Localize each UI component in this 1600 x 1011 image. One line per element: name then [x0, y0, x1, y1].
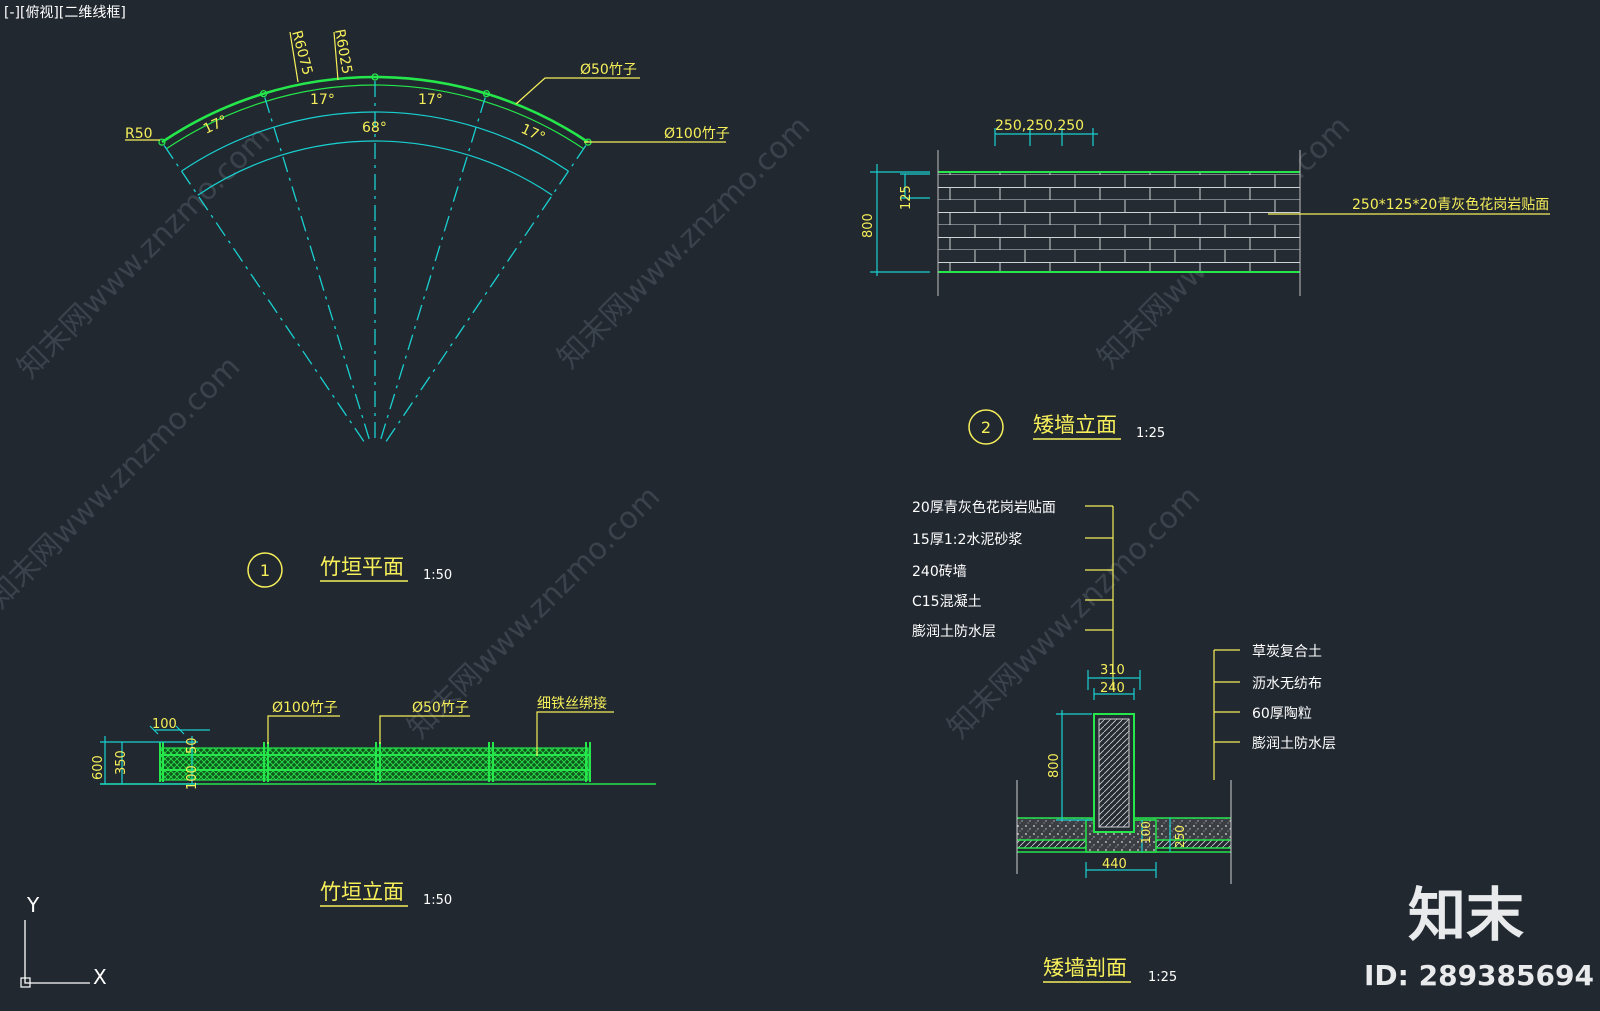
- radial-center-line: [380, 93, 488, 440]
- bamboo-post-node: [259, 89, 268, 98]
- dim-240: 240: [1100, 681, 1125, 696]
- layer-label-left: 15厚1:2水泥砂浆: [912, 532, 1022, 548]
- bamboo-arc-outer: [161, 75, 589, 144]
- dim-250: 250: [1173, 825, 1187, 848]
- layer-label-left: 膨润土防水层: [912, 623, 996, 640]
- ucs-x-label: X: [93, 965, 107, 989]
- radius-label-r6075: R6075: [288, 29, 315, 77]
- bamboo-100-label: Ø100竹子: [272, 700, 338, 716]
- dim-100: 100: [152, 717, 177, 732]
- radius-label-r50: R50: [125, 126, 153, 142]
- dimension-arc-68: [197, 140, 553, 196]
- ucs-y-label: Y: [26, 893, 40, 917]
- dim-50: 50: [185, 737, 200, 754]
- detail-number: 2: [981, 418, 991, 437]
- radial-center-line: [262, 93, 370, 440]
- watermark: 知末网www.znzmo.com: [941, 479, 1207, 745]
- drawing-scale: 1:25: [1148, 970, 1177, 985]
- watermark: 知末网www.znzmo.com: [551, 109, 817, 375]
- bamboo-50-label: Ø50竹子: [580, 62, 637, 78]
- dim-125: 125: [899, 185, 914, 210]
- dim-440: 440: [1102, 857, 1127, 872]
- wire-label: 细铁丝绑接: [537, 695, 607, 712]
- layer-label-right: 膨润土防水层: [1252, 735, 1336, 752]
- angle-label: 17°: [418, 92, 443, 108]
- bamboo-100-label: Ø100竹子: [664, 126, 730, 142]
- drawing-scale: 1:50: [423, 568, 452, 583]
- bamboo-post-node: [158, 138, 166, 146]
- low-wall-section[interactable]: 20厚青灰色花岗岩贴面 15厚1:2水泥砂浆 240砖墙 C15混凝土 膨润土防…: [912, 499, 1336, 985]
- drawing-title: 竹垣立面: [320, 880, 404, 904]
- layer-label-right: 草炭复合土: [1252, 643, 1322, 660]
- dim-100b: 100: [185, 765, 200, 790]
- bamboo-fence-plan[interactable]: R50 R6075 R6025 Ø50竹子 Ø100竹子 17° 17° 17°…: [125, 28, 730, 588]
- material-label: 250*125*20青灰色花岗岩贴面: [1352, 196, 1549, 213]
- radial-center-line: [385, 141, 589, 442]
- layer-label-right: 60厚陶粒: [1252, 706, 1312, 722]
- dim-310: 310: [1100, 663, 1125, 678]
- detail-bubble: [968, 409, 1004, 445]
- brand-id: ID: 289385694: [1364, 959, 1594, 992]
- brand-logo: 知末: [1408, 881, 1524, 949]
- dim-100: 100: [1139, 821, 1153, 844]
- bamboo-post-node: [482, 89, 491, 98]
- angle-label: 68°: [362, 120, 387, 136]
- watermark: 知末网www.znzmo.com: [0, 349, 247, 615]
- angle-label: 17°: [310, 92, 335, 108]
- bamboo-fence-elevation[interactable]: 100 600 350 50 100 Ø100竹子 Ø50竹子 细铁丝绑接 竹垣…: [91, 695, 656, 908]
- low-wall-elevation[interactable]: 250,250,250 125 800 250*125*20青灰色花岗岩贴面 2…: [861, 118, 1550, 445]
- drawing-title: 矮墙剖面: [1043, 956, 1127, 980]
- drawing-scale: 1:25: [1136, 426, 1165, 441]
- detail-number: 1: [260, 561, 270, 580]
- fan-construction-lines: [158, 73, 592, 442]
- dim-800: 800: [861, 213, 876, 238]
- ucs-icon: Y X: [20, 893, 107, 989]
- layer-label-left: 20厚青灰色花岗岩贴面: [912, 499, 1056, 516]
- drawing-title: 竹垣平面: [320, 555, 404, 579]
- drawing-scale: 1:50: [423, 893, 452, 908]
- bamboo-post-node: [371, 73, 379, 81]
- brick-dims: 250,250,250: [995, 118, 1084, 134]
- layer-label-right: 沥水无纺布: [1252, 676, 1322, 692]
- detail-bubble: [247, 552, 283, 588]
- bamboo-50-label: Ø50竹子: [412, 700, 469, 716]
- dim-800: 800: [1047, 753, 1062, 778]
- layer-label-left: C15混凝土: [912, 594, 982, 610]
- viewport-label[interactable]: [-][俯视][二维线框]: [4, 5, 126, 21]
- watermark: 知末网www.znzmo.com: [11, 119, 277, 385]
- dim-350: 350: [114, 750, 129, 775]
- dim-600: 600: [91, 755, 106, 780]
- layer-label-left: 240砖墙: [912, 564, 967, 580]
- drawing-title: 矮墙立面: [1033, 413, 1117, 437]
